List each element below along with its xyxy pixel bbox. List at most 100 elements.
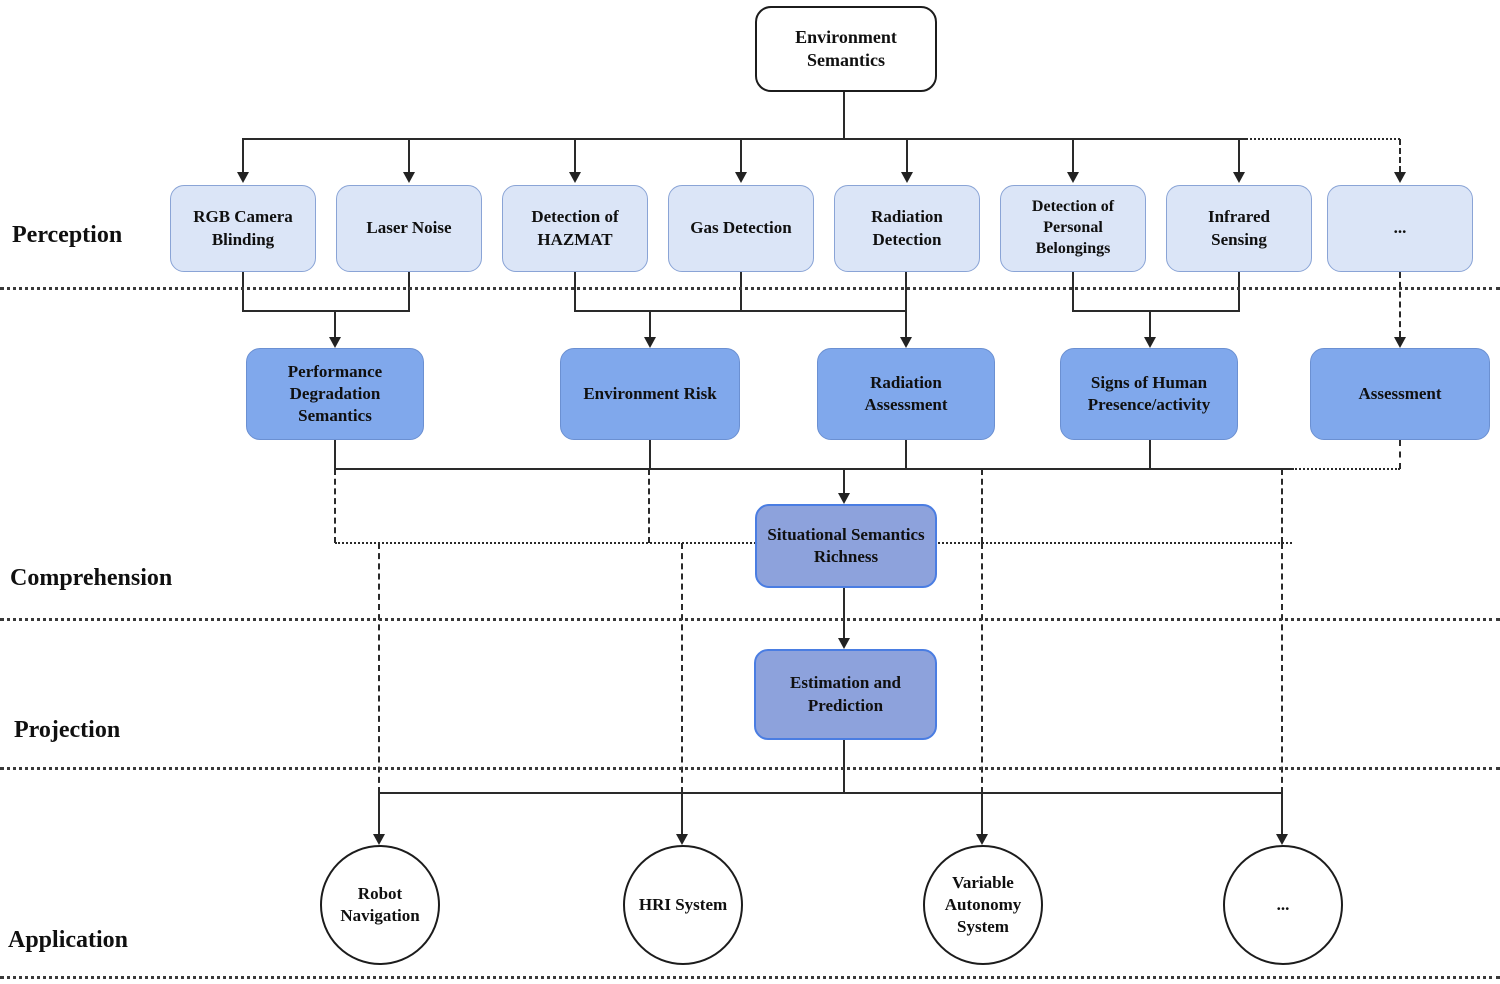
node-label: ...: [1393, 218, 1407, 238]
node-label: Radiation Detection: [871, 207, 943, 249]
edge-to-signs: [1149, 311, 1151, 337]
node-label: Detection of Personal Belongings: [1031, 198, 1115, 257]
stub-laser-out: [408, 272, 410, 311]
arrowhead: [1276, 834, 1288, 845]
edge-to-radiation: [906, 139, 908, 172]
arrowhead: [644, 337, 656, 348]
node-detection-of-personal-belongings: Detection of Personal Belongings: [1000, 185, 1146, 272]
node-rgb-camera-blinding: RGB Camera Blinding: [170, 185, 316, 272]
node-label: Laser Noise: [366, 218, 452, 238]
node-label: HRI System: [638, 894, 728, 914]
node-label: Gas Detection: [690, 218, 792, 238]
node-label: Robot Navigation: [340, 883, 420, 925]
level-label-projection: Projection: [14, 717, 121, 743]
edge-to-belongings: [1072, 139, 1074, 172]
stub-assessment-out-dashed: [1399, 440, 1401, 469]
arrowhead: [1233, 172, 1245, 183]
level-label-application: Application: [8, 927, 129, 953]
edge-to-performance: [334, 311, 336, 337]
stub-rgb-out: [242, 272, 244, 311]
merge-bar-2: [574, 310, 907, 312]
edge-to-situational: [843, 469, 845, 493]
arrowhead: [838, 638, 850, 649]
junction-line-dotted-ext: [1292, 468, 1400, 470]
stub-gas-out: [740, 272, 742, 311]
node-label: Performance Degradation Semantics: [287, 361, 383, 426]
node-variable-autonomy-system: Variable Autonomy System: [923, 845, 1043, 965]
node-label: Signs of Human Presence/activity: [1087, 372, 1211, 414]
edge-to-envrisk: [649, 311, 651, 337]
arrowhead: [976, 834, 988, 845]
node-label: Situational Semantics Richness: [767, 524, 925, 566]
junction-line: [335, 468, 1292, 470]
junction-drop-1: [334, 469, 336, 543]
stub-performance-out: [334, 440, 336, 469]
node-detection-of-hazmat: Detection of HAZMAT: [502, 185, 648, 272]
node-label: ...: [1276, 894, 1290, 914]
merge-bar-3: [1072, 310, 1240, 312]
arrowhead: [735, 172, 747, 183]
column-ellipsis-dashed: [1281, 543, 1283, 793]
separator-comprehension: [0, 618, 1500, 621]
node-infrared-sensing: Infrared Sensing: [1166, 185, 1312, 272]
node-environment-risk: Environment Risk: [560, 348, 740, 440]
node-estimation-and-prediction: Estimation and Prediction: [754, 649, 937, 740]
edge-to-robot: [378, 793, 380, 834]
column-robot-dashed: [378, 543, 380, 793]
node-signs-of-human-presence: Signs of Human Presence/activity: [1060, 348, 1238, 440]
stub-belongings-out: [1072, 272, 1074, 311]
edge-root-down: [843, 92, 845, 139]
edge-to-gas: [740, 139, 742, 172]
edge-to-app-ellipsis: [1281, 793, 1283, 834]
arrowhead: [237, 172, 249, 183]
stub-signs-out: [1149, 440, 1151, 469]
arrowhead: [838, 493, 850, 504]
edge-to-laser: [408, 139, 410, 172]
node-label: Environment Risk: [583, 383, 717, 403]
node-label: Detection of HAZMAT: [531, 207, 619, 249]
node-application-ellipsis: ...: [1223, 845, 1343, 965]
node-radiation-assessment: Radiation Assessment: [817, 348, 995, 440]
stub-envrisk-out: [649, 440, 651, 469]
separator-perception: [0, 287, 1500, 290]
node-assessment: Assessment: [1310, 348, 1490, 440]
node-performance-degradation-semantics: Performance Degradation Semantics: [246, 348, 424, 440]
node-environment-semantics: Environment Semantics: [755, 6, 937, 92]
edge-radiation-to-assessment: [905, 272, 907, 337]
node-label: Radiation Assessment: [864, 372, 948, 414]
node-gas-detection: Gas Detection: [668, 185, 814, 272]
distribution-line-dotted-ext: [1246, 138, 1400, 140]
arrowhead: [1394, 337, 1406, 348]
node-hri-system: HRI System: [623, 845, 743, 965]
node-laser-noise: Laser Noise: [336, 185, 482, 272]
arrowhead: [676, 834, 688, 845]
node-label: Infrared Sensing: [1207, 207, 1270, 249]
arrowhead: [373, 834, 385, 845]
node-perception-ellipsis: ...: [1327, 185, 1473, 272]
edge-to-ellipsis-dashed: [1399, 139, 1401, 172]
edge-ellipsis-to-assessment-dashed: [1399, 272, 1401, 337]
edge-estimation-out: [843, 740, 845, 793]
arrowhead: [1067, 172, 1079, 183]
node-label: Estimation and Prediction: [790, 673, 901, 715]
arrowhead: [901, 172, 913, 183]
arrowhead: [900, 337, 912, 348]
arrowhead: [403, 172, 415, 183]
stub-infrared-out: [1238, 272, 1240, 311]
edge-situational-to-estimation: [843, 588, 845, 638]
application-junction-line: [379, 792, 1283, 794]
arrowhead: [1144, 337, 1156, 348]
junction-drop-3: [981, 469, 983, 543]
node-robot-navigation: Robot Navigation: [320, 845, 440, 965]
column-hri-dashed: [681, 543, 683, 793]
separator-application: [0, 976, 1500, 979]
node-label: Environment Semantics: [795, 26, 897, 70]
level-label-comprehension: Comprehension: [10, 565, 173, 591]
arrowhead: [1394, 172, 1406, 183]
level-label-perception: Perception: [12, 222, 123, 248]
node-label: Assessment: [1358, 383, 1442, 403]
arrowhead: [569, 172, 581, 183]
merge-bar-1: [242, 310, 410, 312]
node-label: RGB Camera Blinding: [193, 207, 293, 249]
